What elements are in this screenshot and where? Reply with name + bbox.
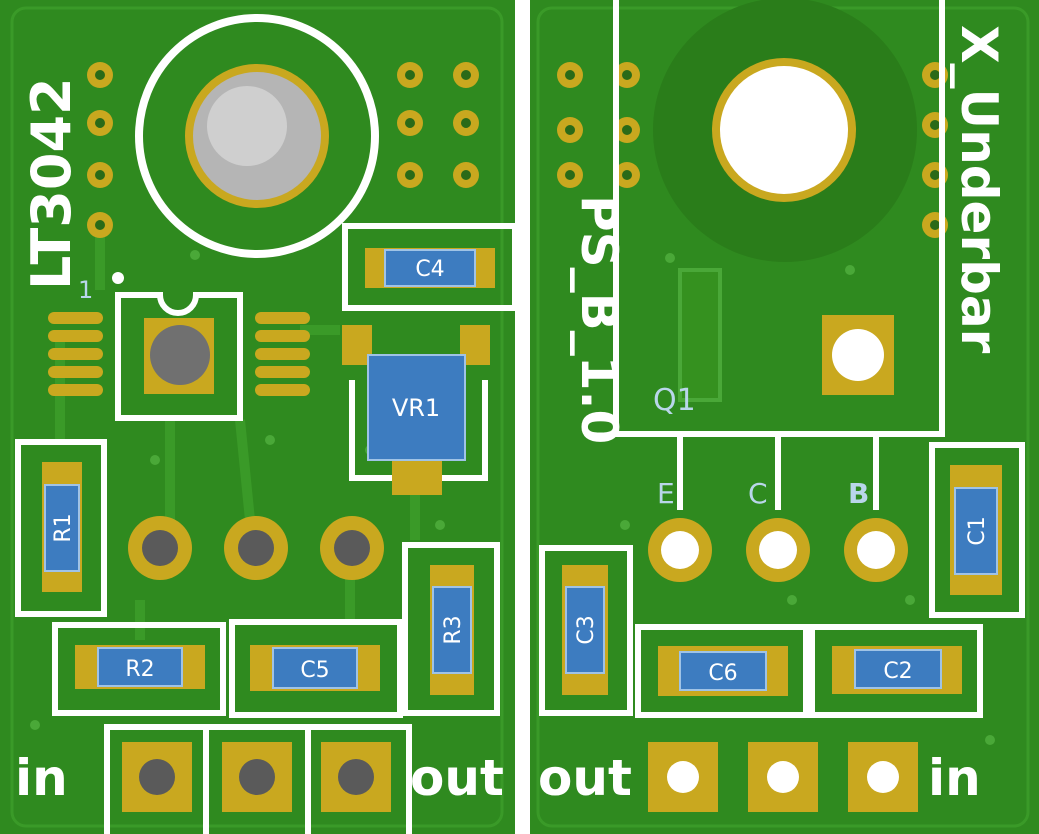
component-r2: R2 (52, 622, 226, 716)
label-in-right: in (928, 749, 981, 807)
r3-label: R3 (441, 615, 466, 644)
board-name-left: LT3042 (20, 77, 83, 290)
c6-label: C6 (708, 661, 737, 686)
board-separator (515, 0, 530, 834)
vias-right (620, 253, 995, 745)
c2-label: C2 (883, 659, 912, 684)
component-vr1: VR1 (342, 325, 490, 495)
component-r3: R3 (402, 542, 500, 716)
component-r1: R1 (15, 439, 107, 617)
component-c1: C1 (929, 442, 1025, 618)
header-pins-left (87, 62, 479, 238)
q1-pin-e: E (657, 477, 675, 510)
r2-label: R2 (125, 657, 154, 682)
c5-label: C5 (300, 658, 329, 683)
c1-label: C1 (965, 516, 990, 545)
connector-right (648, 742, 918, 812)
slot (678, 268, 722, 402)
pin1-marker: 1 (78, 276, 93, 304)
board-name-right: PS_B_1.0 (570, 195, 628, 444)
q1-label: Q1 (653, 383, 696, 418)
component-c2: C2 (809, 624, 983, 718)
q1-pin-c: C (748, 477, 768, 510)
q1-pin-b: B (848, 477, 869, 510)
c4-label: C4 (415, 257, 444, 282)
vr1-label: VR1 (392, 394, 440, 422)
r1-label: R1 (51, 513, 76, 542)
mounting-hole-left (135, 14, 379, 258)
label-out-right: out (538, 749, 632, 807)
right-pcb-board: Q1 E C B PS_B_1.0 X_Underbar C1 C3 C6 C2… (530, 0, 1039, 834)
label-out-left: out (410, 749, 504, 807)
component-c3: C3 (539, 545, 633, 716)
connector-left (104, 724, 412, 834)
copper-traces (55, 230, 420, 640)
board-variant: X_Underbar (950, 25, 1008, 354)
component-c6: C6 (635, 624, 809, 718)
component-c5: C5 (229, 619, 403, 718)
label-in-left: in (15, 749, 68, 807)
transistor-q1 (613, 0, 945, 582)
ic-lt3042 (48, 272, 310, 421)
c3-label: C3 (574, 615, 599, 644)
component-c4: C4 (342, 223, 515, 311)
left-pcb-board: 1 LT3042 C4 VR1 R1 R2 (0, 0, 515, 834)
through-hole-pads-left (128, 516, 384, 580)
